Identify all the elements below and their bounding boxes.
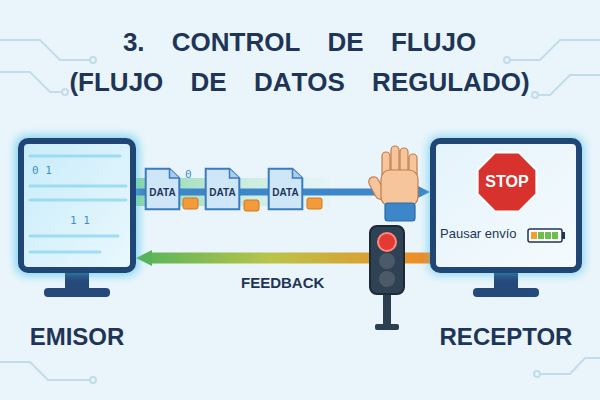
stop-hand — [367, 146, 418, 221]
stop-sign: STOP — [477, 152, 537, 212]
circuit-pad — [534, 371, 540, 377]
packet-label: DATA — [272, 187, 298, 198]
battery-cell — [531, 232, 537, 239]
shape-outline — [146, 169, 180, 209]
circuit-trace — [540, 358, 600, 374]
diagram-title: 3. CONTROL DE FLUJO (FLUJO DE DATOS REGU… — [66, 22, 533, 102]
shape-outline — [269, 169, 303, 209]
emisor-screen — [20, 140, 134, 271]
shape-outline — [478, 153, 537, 212]
screen-streak — [30, 185, 126, 188]
data-packet: DATA — [145, 168, 180, 210]
traffic-light — [370, 226, 404, 330]
data-bit — [183, 198, 198, 209]
emisor-monitor: EMISOR — [18, 138, 136, 273]
battery-body — [528, 229, 562, 242]
circuit-pad — [90, 377, 96, 383]
battery-nub — [562, 232, 565, 239]
light-pole — [383, 292, 391, 326]
screen-streak — [30, 251, 100, 254]
circuit-trace — [0, 362, 90, 380]
binary-digits: 0 1 — [32, 164, 52, 177]
data-packet: DATA — [268, 168, 303, 210]
circuit-trace — [0, 40, 90, 60]
edge-label: FEEDBACK — [237, 274, 328, 291]
circuit-pad — [90, 57, 96, 63]
page-fold — [170, 169, 180, 178]
shape-outline — [206, 169, 240, 209]
circuit-pad — [504, 57, 510, 63]
receptor-screen — [432, 140, 580, 271]
page-fold — [293, 169, 303, 178]
battery-cell — [538, 232, 544, 239]
page-fold — [230, 169, 240, 178]
circuit-trace — [538, 75, 600, 95]
screen-streak — [30, 155, 120, 158]
receptor-monitor: STOPPausar envíoRECEPTOR — [430, 138, 582, 273]
screen-streak — [30, 199, 126, 202]
monitor-stands — [44, 272, 539, 297]
battery-cell — [552, 232, 558, 239]
light-housing — [370, 226, 404, 294]
packet-label: DATA — [209, 187, 235, 198]
stop-text: STOP — [485, 173, 528, 191]
light-base — [375, 324, 399, 330]
monitor-label: RECEPTOR — [440, 323, 573, 351]
data-packet: DATA — [205, 168, 240, 210]
packet-label: DATA — [149, 187, 175, 198]
green-lamp — [379, 271, 395, 287]
screen-streak — [30, 235, 118, 238]
binary-digits: 1 1 — [70, 214, 90, 227]
monitor-neck — [494, 272, 518, 290]
monitor-base — [473, 288, 539, 297]
circuit-trace — [510, 40, 600, 60]
data-bit — [307, 198, 322, 209]
screen-glow — [426, 134, 586, 277]
screen-glow — [14, 134, 140, 277]
amber-lamp — [379, 253, 395, 269]
circuit-pad — [62, 89, 68, 95]
monitor-neck — [65, 272, 89, 290]
sleeve — [385, 203, 415, 221]
data-bit — [244, 200, 259, 211]
battery-icon — [528, 229, 565, 242]
red-lamp — [378, 233, 396, 251]
palm — [381, 170, 418, 206]
battery-cell — [545, 232, 551, 239]
monitor-base — [44, 288, 110, 297]
circuit-trace — [0, 72, 62, 92]
status-text: Pausar envío — [440, 226, 517, 241]
circuit-pad — [532, 92, 538, 98]
binary-digits: 0 — [185, 168, 192, 181]
monitor-label: EMISOR — [30, 323, 125, 351]
screen-streaks — [30, 156, 126, 252]
